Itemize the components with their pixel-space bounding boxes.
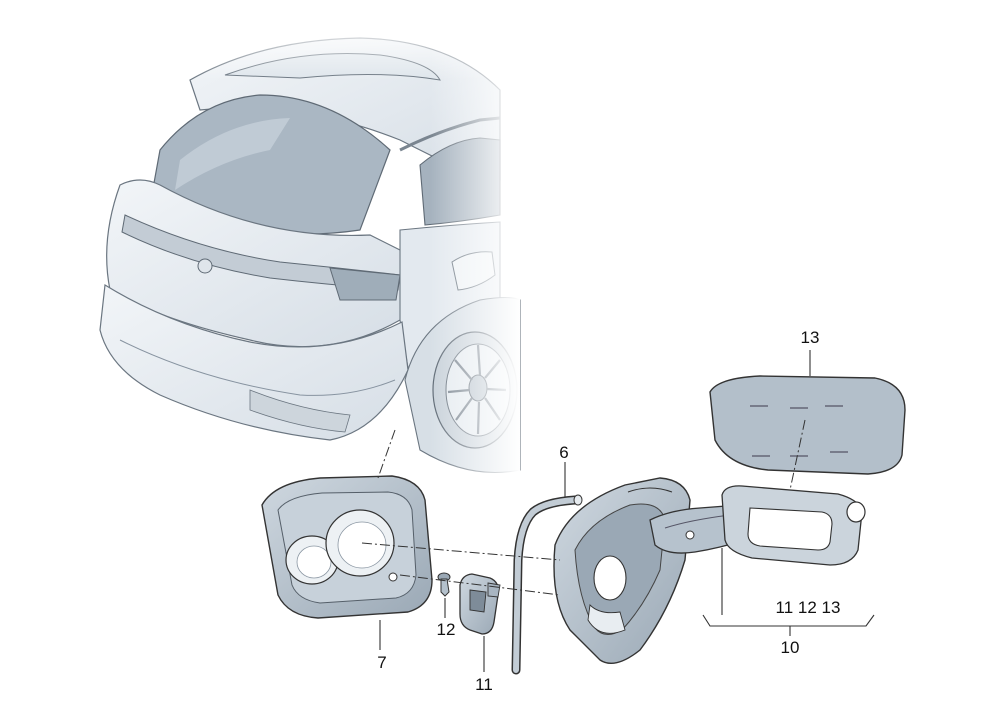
vehicle-rear-bumper bbox=[99, 283, 409, 441]
callout-10-group: 10 bbox=[781, 638, 800, 657]
charge-port-housing bbox=[553, 477, 691, 664]
vehicle-badge bbox=[197, 258, 213, 274]
part-6-drain-hose bbox=[511, 494, 583, 675]
callout-labels: 13 6 7 12 11 11 12 13 10 bbox=[377, 328, 840, 694]
callout-11-actuator: 11 bbox=[475, 675, 493, 694]
part-13-flap-cover bbox=[709, 375, 906, 475]
part-11-actuator bbox=[459, 573, 501, 635]
part-12-screw bbox=[437, 572, 451, 597]
callout-12-screw: 12 bbox=[437, 620, 456, 639]
callout-6-hose: 6 bbox=[559, 443, 568, 462]
part-7-socket-housing bbox=[261, 475, 433, 619]
flap-frame bbox=[721, 485, 866, 566]
leader-lines bbox=[379, 350, 875, 672]
callout-13-cover: 13 bbox=[801, 328, 820, 347]
callout-group-items: 11 12 13 bbox=[776, 598, 841, 617]
assembly-lines bbox=[361, 419, 806, 596]
callout-7-housing: 7 bbox=[377, 653, 386, 672]
vehicle-rear-illustration bbox=[99, 20, 521, 490]
flap-hinge-arm bbox=[649, 504, 746, 554]
